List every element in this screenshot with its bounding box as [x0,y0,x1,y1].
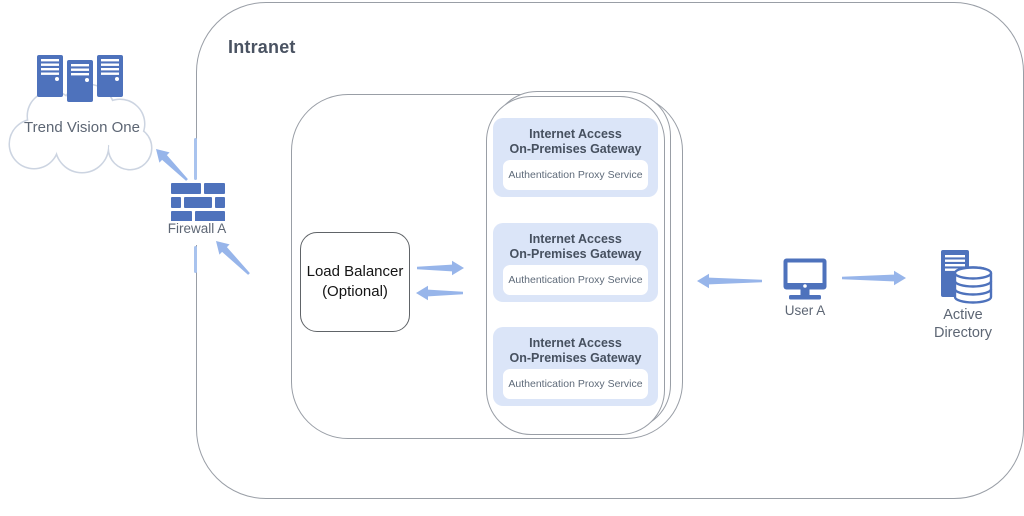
active-directory-icon [941,250,993,304]
auth-proxy-service-label: Authentication Proxy Service [508,274,643,286]
gateway-title-line1: Internet Access [529,232,622,246]
active-directory-label-line2: Directory [933,325,992,341]
auth-proxy-service-label: Authentication Proxy Service [508,169,643,181]
server-stack-icon [37,55,123,102]
gateway-title-line2: On-Premises Gateway [509,142,642,156]
user-monitor-icon [783,258,827,300]
connector-line-cloud-to-firewall [194,138,197,180]
auth-proxy-service-chip: Authentication Proxy Service [503,160,648,190]
auth-proxy-service-label: Authentication Proxy Service [508,378,643,390]
gateway-title-line1: Internet Access [529,127,622,141]
gateway-title: Internet Access On-Premises Gateway [493,336,658,366]
gateway-card: Internet Access On-Premises Gateway Auth… [493,327,658,406]
cloud-label: Trend Vision One [24,119,140,136]
connector-line-firewall-to-cluster [194,246,197,273]
active-directory-label: Active Directory [921,306,1005,342]
user-label: User A [784,303,826,318]
intranet-label: Intranet [228,37,296,57]
auth-proxy-service-chip: Authentication Proxy Service [503,265,648,295]
load-balancer-label: Load Balancer [306,263,404,280]
active-directory-label-line1: Active [943,307,983,323]
gateway-title-line2: On-Premises Gateway [509,247,642,261]
gateway-title: Internet Access On-Premises Gateway [493,232,658,262]
gateway-title: Internet Access On-Premises Gateway [493,127,658,157]
gateway-card: Internet Access On-Premises Gateway Auth… [493,223,658,302]
load-balancer-optional-label: (Optional) [322,283,388,300]
gateway-title-line2: On-Premises Gateway [509,351,642,365]
firewall-icon [171,183,225,222]
load-balancer-box: Load Balancer (Optional) [300,232,410,332]
auth-proxy-service-chip: Authentication Proxy Service [503,369,648,399]
gateway-card: Internet Access On-Premises Gateway Auth… [493,118,658,197]
firewall-label: Firewall A [150,221,244,236]
gateway-title-line1: Internet Access [529,336,622,350]
